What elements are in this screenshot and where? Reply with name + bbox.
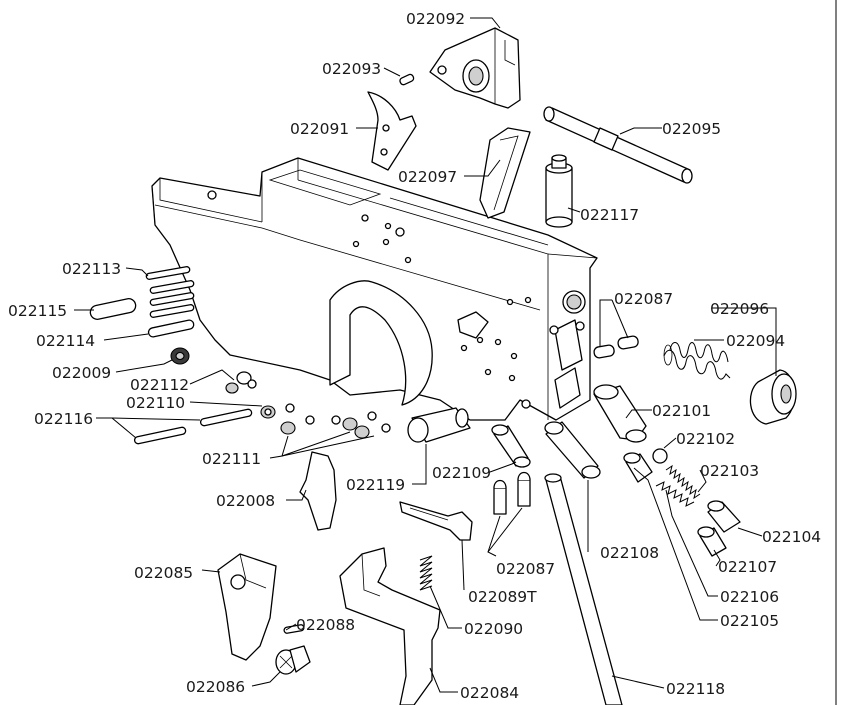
label-022116: 022116: [34, 410, 93, 428]
label-022087-lower: 022087: [496, 560, 555, 578]
label-022118: 022118: [666, 680, 725, 698]
part-022095: [543, 106, 693, 184]
part-022103: [665, 464, 701, 500]
label-022009: 022009: [52, 364, 111, 382]
label-022117: 022117: [580, 206, 639, 224]
label-022095: 022095: [662, 120, 721, 138]
label-022087-upper: 022087: [614, 290, 673, 308]
label-022108: 022108: [600, 544, 659, 562]
part-022107: [623, 452, 727, 557]
label-022088: 022088: [296, 616, 355, 634]
part-022094: [663, 342, 731, 380]
part-022115: [89, 298, 137, 320]
label-022091: 022091: [290, 120, 349, 138]
label-022119: 022119: [346, 476, 405, 494]
part-022091: [367, 91, 417, 171]
part-022086: [275, 645, 311, 675]
label-022115: 022115: [8, 302, 67, 320]
part-022102: [652, 448, 668, 464]
part-022008: [299, 451, 337, 531]
label-022107: 022107: [718, 558, 777, 576]
part-022089T: [399, 501, 473, 541]
label-022096: 022096: [710, 300, 769, 318]
part-022092: [429, 27, 521, 109]
label-022104: 022104: [762, 528, 821, 546]
label-022008: 022008: [216, 492, 275, 510]
part-022113: [145, 266, 195, 318]
part-022116: [133, 408, 253, 445]
part-labels: 022092 022093 022091 022095 022097 02211…: [8, 10, 821, 702]
part-022096: [749, 369, 797, 425]
label-022111: 022111: [202, 450, 261, 468]
label-022102: 022102: [676, 430, 735, 448]
part-022093: [399, 73, 415, 86]
part-022084: [339, 547, 441, 705]
label-022089T: 022089T: [468, 588, 537, 606]
label-022097: 022097: [398, 168, 457, 186]
label-022103: 022103: [700, 462, 759, 480]
part-022117: [545, 154, 573, 228]
label-022092: 022092: [406, 10, 465, 28]
part-022108: [544, 421, 601, 479]
label-022090: 022090: [464, 620, 523, 638]
label-022085: 022085: [134, 564, 193, 582]
part-022090: [419, 555, 433, 591]
part-022112: [225, 371, 257, 394]
label-022106: 022106: [720, 588, 779, 606]
label-022101: 022101: [652, 402, 711, 420]
part-022087b: [493, 471, 531, 515]
label-022109: 022109: [432, 464, 491, 482]
part-022118: [544, 473, 623, 705]
part-022009: [170, 347, 190, 365]
label-022113: 022113: [62, 260, 121, 278]
part-022119: [407, 407, 471, 443]
trigger-housing: [151, 157, 598, 421]
part-022109: [491, 424, 531, 468]
leader-lines: [74, 17, 777, 693]
label-022086: 022086: [186, 678, 245, 696]
part-022101: [593, 384, 647, 443]
label-022084: 022084: [460, 684, 519, 702]
label-022112: 022112: [130, 376, 189, 394]
part-022114: [147, 319, 195, 338]
label-022093: 022093: [322, 60, 381, 78]
label-022094: 022094: [726, 332, 785, 350]
label-022110: 022110: [126, 394, 185, 412]
label-022114: 022114: [36, 332, 95, 350]
part-022085: [217, 553, 277, 661]
part-022111: [280, 411, 391, 439]
part-022104: [707, 500, 741, 533]
part-022106: [655, 481, 695, 507]
label-022105: 022105: [720, 612, 779, 630]
part-022097: [479, 127, 531, 219]
part-022110: [260, 403, 295, 419]
